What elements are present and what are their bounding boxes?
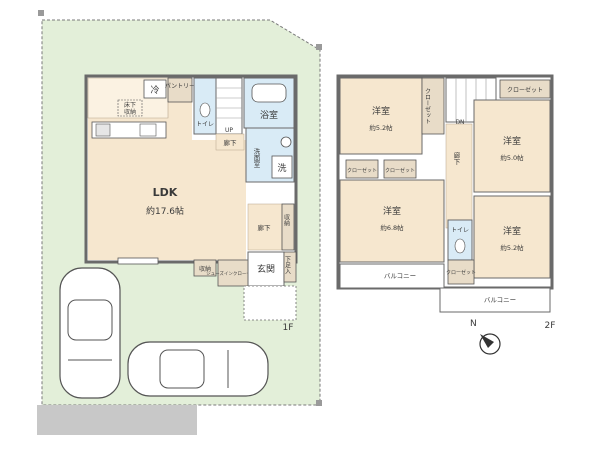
closet-a-label: クローゼット	[424, 88, 431, 124]
balcony-2-label: バルコニー	[484, 296, 516, 304]
porch	[243, 285, 297, 321]
floor2-label: 2F	[545, 321, 556, 331]
fridge-label: 冷	[150, 84, 159, 96]
room-b-name: 洋室	[503, 135, 521, 147]
closet-top-box	[499, 79, 551, 99]
bath-label: 浴室	[260, 109, 278, 121]
balcony-1	[339, 263, 445, 289]
room-c	[339, 179, 445, 263]
hall-2f	[445, 123, 473, 229]
floor-2: 洋室 約5.2帖 クローゼット DN クローゼット 洋室 約5.0帖 廊下 クロ…	[336, 74, 556, 331]
entrance-label: 玄関	[257, 263, 275, 275]
compass-icon: N	[470, 319, 501, 355]
toilet-2f-icon	[454, 238, 466, 254]
lot-corner-marker	[316, 44, 322, 50]
underfloor-label-1: 床下	[124, 101, 136, 109]
floor1-label: 1F	[283, 323, 294, 333]
hall-2f-label: 廊下	[452, 151, 460, 167]
room-b-size: 約5.0帖	[500, 153, 524, 162]
closet-top-label: クローゼット	[507, 86, 543, 94]
hall-top-label: 廊下	[224, 138, 238, 147]
closet-c1-label: クローゼット	[347, 167, 377, 174]
ldk-storage-label: 収納	[199, 265, 211, 273]
ldk-window	[117, 257, 159, 265]
ldk-storage-box	[193, 259, 217, 277]
road	[37, 405, 197, 435]
washer-box	[271, 155, 293, 179]
room-d-name: 洋室	[503, 225, 521, 237]
room-a-size: 約5.2帖	[369, 123, 393, 132]
bathtub-icon	[251, 83, 287, 103]
stairs-dn-label: DN	[455, 119, 464, 126]
car-icon	[59, 267, 121, 399]
room-a	[339, 77, 423, 155]
car-icon	[127, 341, 269, 397]
lot-corner-marker	[316, 400, 322, 406]
sink-icon	[139, 123, 157, 137]
toilet-2f-label: トイレ	[451, 227, 469, 234]
closet-a-box	[421, 77, 445, 135]
stove-icon	[95, 123, 111, 137]
closet-d-label: クローゼット	[446, 269, 476, 276]
storage-mid-label: 収納	[283, 214, 290, 227]
fridge-box	[143, 79, 167, 99]
closet-c2-label: クローゼット	[385, 167, 415, 174]
shoe-storage-label: 下足入	[284, 256, 291, 274]
room-b	[473, 99, 551, 193]
stairs-up-label: UP	[225, 127, 233, 134]
washbasin-icon	[280, 136, 292, 148]
ldk-name: LDK	[153, 186, 178, 199]
underfloor-label-2: 収納	[124, 108, 136, 116]
stairs	[215, 77, 243, 135]
ldk-size: 約17.6帖	[146, 205, 184, 217]
toilet-label: トイレ	[196, 121, 214, 128]
walkin-closet-box	[217, 259, 249, 287]
hall-mid-label: 廊下	[258, 223, 272, 232]
walkin-closet-label: シューズインクローゼット	[206, 270, 260, 277]
toilet-icon	[199, 102, 211, 118]
washer-label: 洗	[277, 162, 286, 174]
compass-label: N	[470, 319, 477, 329]
lot-corner-marker	[38, 10, 44, 16]
room-c-name: 洋室	[383, 205, 401, 217]
room-d	[473, 195, 551, 279]
hall-mid	[247, 203, 283, 251]
closet-c1-box	[345, 159, 379, 179]
closet-c2-box	[383, 159, 417, 179]
room-d-size: 約5.2帖	[500, 243, 524, 252]
room-a-name: 洋室	[372, 105, 390, 117]
balcony-1-label: バルコニー	[384, 272, 416, 280]
floor-1: 冷 パントリー 床下 収納 LDK 約17.6帖 トイレ UP 浴室 廊下 洗 …	[84, 74, 298, 333]
balcony-2	[439, 287, 551, 313]
shoe-storage-box	[283, 251, 297, 283]
underfloor-storage-box	[117, 99, 143, 117]
pantry-label: パントリー	[165, 83, 195, 90]
closet-d-box	[447, 259, 475, 285]
pantry-box	[167, 77, 193, 103]
washroom-label: 洗面室	[252, 147, 260, 168]
room-c-size: 約6.8帖	[380, 223, 404, 232]
storage-mid-box	[281, 203, 295, 251]
hall-top	[215, 133, 245, 151]
